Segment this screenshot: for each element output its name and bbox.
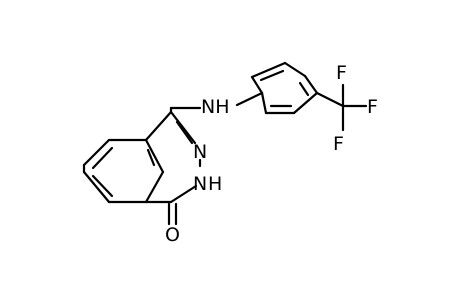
bond <box>259 69 285 82</box>
bond <box>298 81 310 97</box>
atom-label-fluorine-top: F <box>336 62 347 84</box>
fused-benzene-ring <box>82 138 165 204</box>
trifluoromethyl-group <box>315 83 368 132</box>
methylene-amine-linker <box>169 91 264 114</box>
bond <box>315 91 345 108</box>
bond <box>82 170 111 204</box>
atom-label-n-ring: N <box>193 141 207 163</box>
atom-label-fluorine-right: F <box>367 96 378 118</box>
bond <box>292 91 319 115</box>
bond <box>91 146 114 170</box>
bond <box>250 61 287 79</box>
bond <box>283 61 307 78</box>
atom-label-fluorine-bottom: F <box>333 133 344 155</box>
atom-label-oxygen: O <box>165 224 180 246</box>
bond <box>235 91 264 107</box>
bond <box>144 170 165 204</box>
bond <box>144 138 165 174</box>
pyridazinone-ring <box>144 110 202 226</box>
bond <box>260 91 268 115</box>
phenyl-ring <box>250 61 319 115</box>
atom-label-nh-linker: NH <box>201 96 230 118</box>
atom-label-nh-ring-n: N <box>193 173 207 195</box>
bond <box>303 74 319 95</box>
bond <box>250 75 264 95</box>
bond <box>91 174 114 198</box>
bond <box>169 110 197 145</box>
bond <box>146 148 156 167</box>
atom-label-nh-ring-h: H <box>208 173 222 195</box>
bond <box>144 110 173 142</box>
bond <box>169 184 198 204</box>
bond <box>175 120 194 145</box>
bond <box>82 138 111 167</box>
